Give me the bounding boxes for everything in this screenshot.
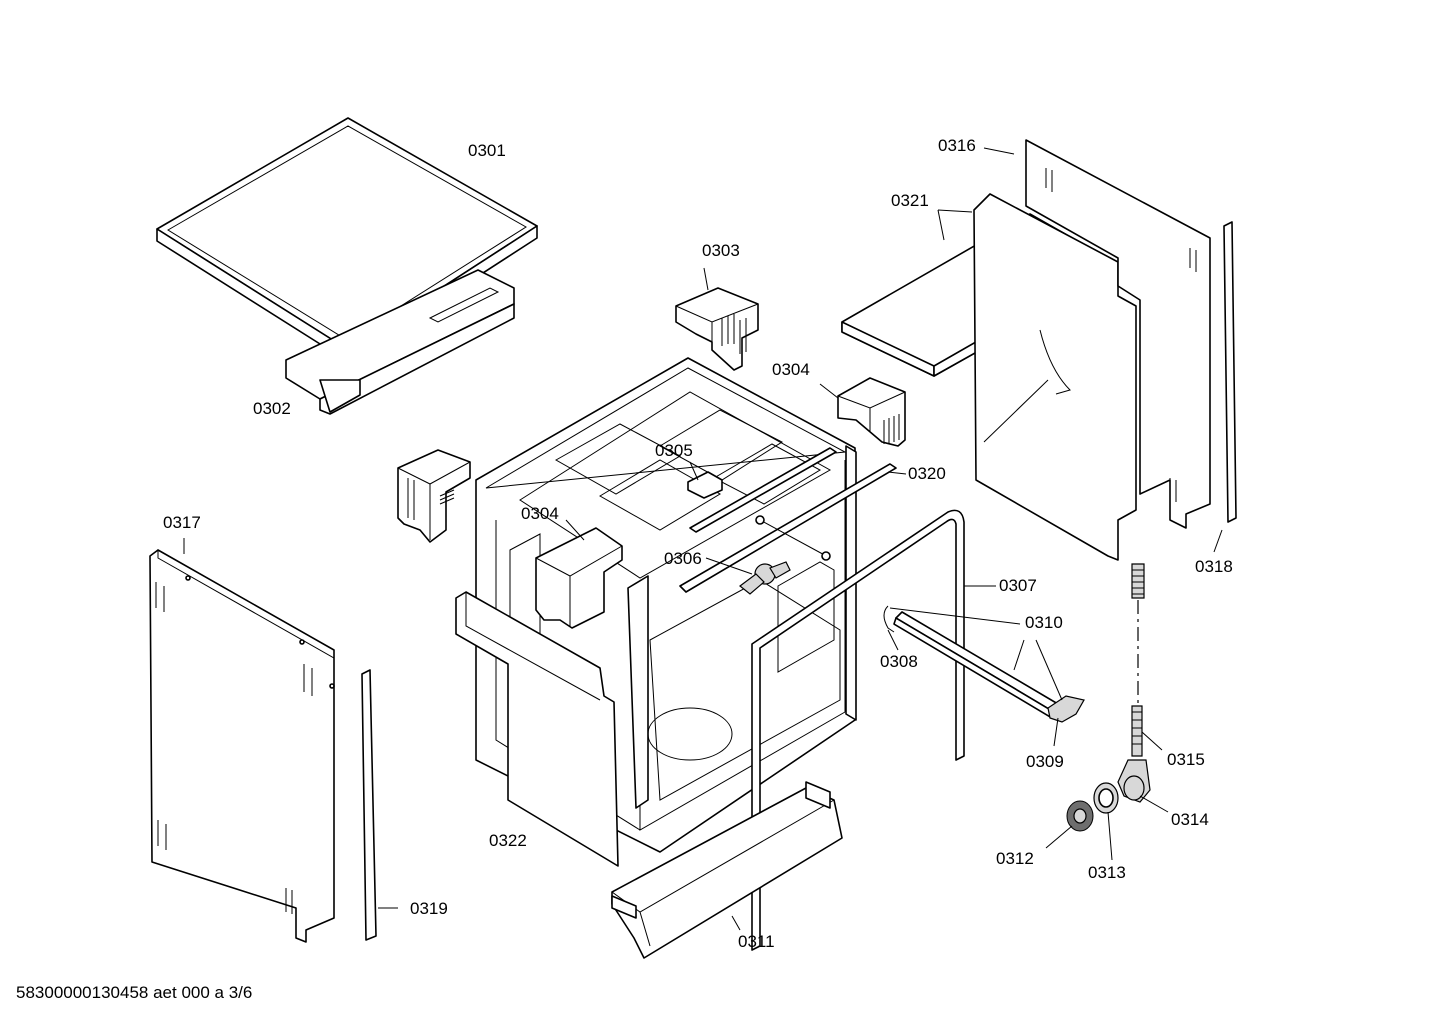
part-0304-bracket-upper bbox=[837, 377, 906, 447]
callout-0321: 0321 bbox=[891, 191, 929, 210]
callout-0307: 0307 bbox=[999, 576, 1037, 595]
callout-0312: 0312 bbox=[996, 849, 1034, 868]
callout-0308: 0308 bbox=[880, 652, 918, 671]
part-0304-bracket-left bbox=[397, 449, 471, 543]
callout-0303: 0303 bbox=[702, 241, 740, 260]
part-0307-frame-seal bbox=[751, 509, 965, 951]
part-0318-side-strip bbox=[1223, 221, 1237, 523]
callout-0313: 0313 bbox=[1088, 863, 1126, 882]
part-0320-rail bbox=[679, 447, 897, 593]
callout-0306: 0306 bbox=[664, 549, 702, 568]
callout-0319: 0319 bbox=[410, 899, 448, 918]
callout-0318: 0318 bbox=[1195, 557, 1233, 576]
part-0319-side-strip bbox=[361, 669, 377, 941]
callout-0322: 0322 bbox=[489, 831, 527, 850]
part-0303-bracket bbox=[675, 287, 759, 371]
callout-0309: 0309 bbox=[1026, 752, 1064, 771]
part-0317-side-panel-left bbox=[149, 549, 335, 943]
callout-0311: 0311 bbox=[738, 932, 775, 951]
callout-0305: 0305 bbox=[655, 441, 693, 460]
callout-0304-lower: 0304 bbox=[521, 504, 559, 523]
leader-lines bbox=[183, 147, 1223, 931]
callout-0320: 0320 bbox=[908, 464, 946, 483]
callout-0302: 0302 bbox=[253, 399, 291, 418]
part-0314-fitting bbox=[1117, 759, 1151, 803]
part-0306-pivot bbox=[739, 515, 831, 595]
callout-0310: 0310 bbox=[1025, 613, 1063, 632]
part-0316-side-panel-right bbox=[973, 139, 1211, 561]
part-0308-clip bbox=[883, 605, 895, 633]
part-0313-ring bbox=[1093, 782, 1119, 814]
callout-labels: 0301 0302 0303 0304 0304 0305 0306 0307 … bbox=[163, 136, 1233, 951]
document-id-footer: 58300000130458 aet 000 a 3/6 bbox=[16, 983, 252, 1002]
callout-0315: 0315 bbox=[1167, 750, 1205, 769]
part-0311-plinth bbox=[611, 781, 843, 959]
callout-0301: 0301 bbox=[468, 141, 506, 160]
callout-0317: 0317 bbox=[163, 513, 201, 532]
part-0322-front-panel bbox=[455, 527, 623, 867]
part-0312-cap bbox=[1066, 800, 1094, 832]
callout-0304-upper: 0304 bbox=[772, 360, 810, 379]
part-0305-clip bbox=[687, 471, 723, 499]
part-0310-bar bbox=[893, 611, 1085, 723]
part-0315-hose bbox=[1131, 563, 1145, 757]
callout-0314: 0314 bbox=[1171, 810, 1209, 829]
part-0302-trim-strip bbox=[285, 269, 515, 415]
callout-0316: 0316 bbox=[938, 136, 976, 155]
